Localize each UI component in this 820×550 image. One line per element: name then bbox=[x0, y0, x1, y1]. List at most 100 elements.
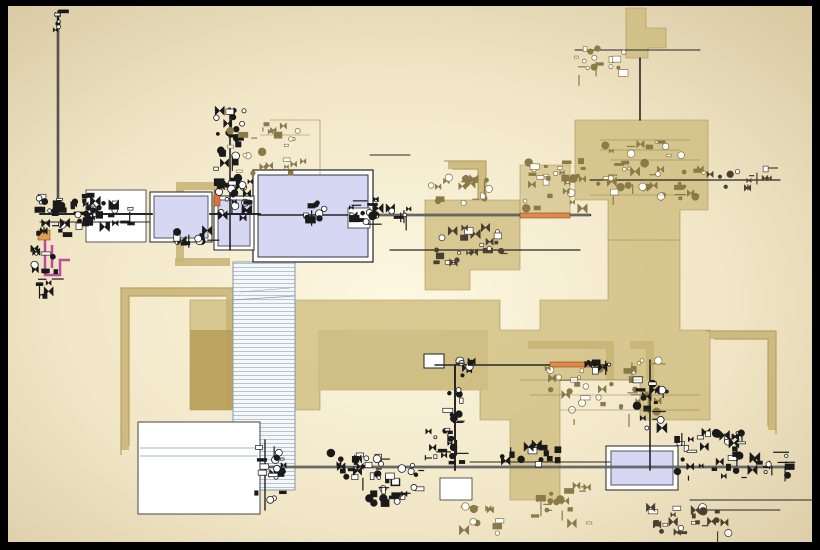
valve-icon bbox=[401, 490, 408, 498]
pump-icon bbox=[314, 200, 320, 206]
flange-icon bbox=[52, 200, 62, 207]
flange-icon bbox=[437, 448, 448, 452]
valve-icon bbox=[290, 160, 297, 168]
pump-icon bbox=[449, 414, 458, 423]
orange-flange bbox=[519, 212, 571, 219]
valve-icon bbox=[657, 165, 665, 174]
valve-icon bbox=[653, 519, 662, 529]
valve-icon bbox=[90, 195, 101, 207]
pump-icon bbox=[609, 381, 614, 387]
flange-icon bbox=[216, 184, 222, 190]
pump-icon bbox=[677, 524, 685, 532]
flange-icon bbox=[263, 122, 270, 127]
pump-icon bbox=[548, 491, 554, 496]
flange-icon bbox=[259, 463, 269, 470]
valve-icon bbox=[373, 202, 384, 214]
pump-icon bbox=[522, 204, 531, 213]
flange-icon bbox=[232, 158, 239, 166]
flange-icon bbox=[657, 140, 666, 144]
valve-icon bbox=[761, 174, 769, 182]
pump-icon bbox=[239, 120, 245, 127]
flange-icon bbox=[464, 226, 474, 235]
pump-icon bbox=[230, 114, 237, 121]
valve-icon bbox=[470, 248, 478, 257]
pump-icon bbox=[656, 192, 666, 201]
pump-icon bbox=[461, 502, 470, 511]
flange-icon bbox=[618, 69, 629, 77]
pump-icon bbox=[553, 171, 559, 177]
pump-icon bbox=[372, 454, 382, 464]
valve-icon bbox=[578, 175, 586, 183]
flange-icon bbox=[536, 175, 545, 180]
pump-icon bbox=[393, 498, 401, 505]
pump-icon bbox=[241, 108, 247, 114]
valve-icon bbox=[656, 422, 668, 434]
pump-icon bbox=[304, 214, 310, 221]
flange-icon bbox=[662, 522, 668, 527]
pump-icon bbox=[680, 457, 685, 462]
valve-icon bbox=[746, 177, 752, 184]
pump-icon bbox=[316, 215, 323, 222]
pump-icon bbox=[365, 494, 374, 503]
pump-icon bbox=[220, 180, 226, 187]
flange-icon bbox=[460, 234, 469, 241]
pump-icon bbox=[266, 495, 275, 504]
flange-icon bbox=[41, 268, 50, 274]
flange-icon bbox=[547, 193, 553, 199]
flange-icon bbox=[36, 231, 41, 236]
valve-icon bbox=[247, 178, 253, 185]
valve-icon bbox=[700, 441, 709, 452]
valve-icon bbox=[583, 483, 591, 492]
flange-icon bbox=[648, 381, 657, 386]
pump-icon bbox=[640, 394, 647, 401]
pump-icon bbox=[566, 388, 573, 395]
component-clusters bbox=[30, 9, 796, 543]
pump-icon bbox=[376, 475, 382, 480]
valve-icon bbox=[267, 128, 274, 135]
pump-icon bbox=[96, 205, 102, 211]
valve-icon bbox=[528, 180, 536, 189]
flange-icon bbox=[254, 490, 259, 496]
pump-icon bbox=[682, 184, 687, 189]
pump-icon bbox=[732, 467, 740, 474]
valve-icon bbox=[280, 461, 287, 469]
valve-icon bbox=[461, 224, 468, 232]
flange-icon bbox=[351, 474, 359, 481]
pump-icon bbox=[484, 177, 489, 183]
pump-icon bbox=[410, 484, 418, 491]
pump-icon bbox=[591, 54, 598, 61]
valve-icon bbox=[112, 219, 119, 227]
pump-icon bbox=[34, 251, 39, 256]
valve-icon bbox=[31, 266, 39, 274]
valve-icon bbox=[559, 169, 565, 176]
flange-icon bbox=[711, 467, 718, 472]
valve-icon bbox=[562, 187, 570, 195]
flange-icon bbox=[533, 205, 541, 211]
valve-icon bbox=[242, 189, 251, 198]
pump-icon bbox=[632, 401, 642, 411]
pump-icon bbox=[582, 383, 590, 390]
flange-icon bbox=[58, 9, 69, 14]
valve-icon bbox=[577, 203, 588, 214]
pump-icon bbox=[460, 373, 465, 378]
flange-icon bbox=[543, 450, 549, 457]
valve-icon bbox=[531, 439, 542, 451]
valve-icon bbox=[466, 250, 471, 256]
pump-icon bbox=[568, 174, 578, 183]
flange-icon bbox=[225, 108, 235, 115]
pump-icon bbox=[577, 398, 587, 407]
flange-icon bbox=[42, 293, 48, 299]
flange-icon bbox=[755, 460, 763, 465]
pump-icon bbox=[238, 181, 247, 189]
flange-icon bbox=[538, 444, 548, 451]
flange-icon bbox=[127, 206, 134, 211]
flange-icon bbox=[714, 510, 720, 514]
pump-icon bbox=[250, 170, 256, 176]
pump-icon bbox=[517, 455, 525, 464]
flange-icon bbox=[435, 252, 445, 260]
pump-icon bbox=[56, 19, 61, 24]
flange-icon bbox=[574, 381, 581, 387]
pump-icon bbox=[547, 498, 554, 505]
pump-icon bbox=[294, 127, 301, 134]
pump-icon bbox=[713, 517, 720, 524]
